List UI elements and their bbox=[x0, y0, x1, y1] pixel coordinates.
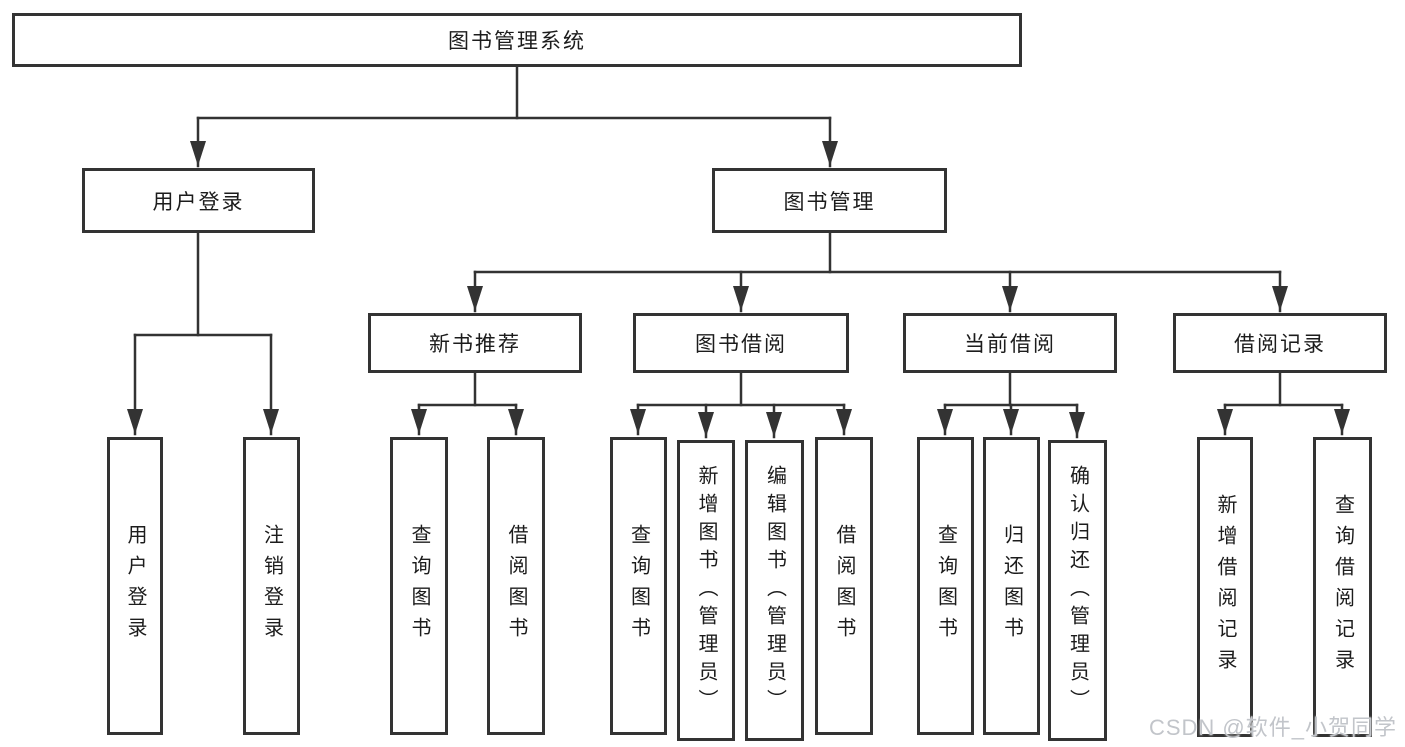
node-label: 查询图书 bbox=[408, 524, 430, 648]
connector-currentborrow-to-leaves bbox=[937, 371, 1085, 439]
leaf-logout: 注销登录 bbox=[243, 437, 300, 735]
node-label: 新书推荐 bbox=[429, 333, 521, 356]
node-root-system: 图书管理系统 bbox=[12, 13, 1022, 67]
node-label: 用户登录 bbox=[152, 190, 245, 214]
node-current-borrow: 当前借阅 bbox=[903, 313, 1117, 373]
connector-newbookrec-to-leaves bbox=[411, 371, 524, 436]
leaf-return-books: 归还图书 bbox=[983, 437, 1040, 735]
leaf-add-books-admin: 新增图书（管理员） bbox=[677, 440, 735, 741]
node-label: 编辑图书（管理员） bbox=[763, 464, 786, 717]
leaf-edit-books-admin: 编辑图书（管理员） bbox=[745, 440, 804, 741]
connector-root-to-level2 bbox=[190, 65, 838, 168]
node-label: 查询图书 bbox=[934, 524, 957, 648]
node-label: 图书借阅 bbox=[695, 333, 787, 356]
node-label: 注销登录 bbox=[260, 524, 283, 648]
node-label: 图书管理 bbox=[783, 190, 876, 214]
node-borrow-records: 借阅记录 bbox=[1173, 313, 1387, 373]
connector-bookborrow-to-leaves bbox=[630, 371, 852, 439]
leaf-query-books-1: 查询图书 bbox=[390, 437, 448, 735]
node-label: 确认归还（管理员） bbox=[1066, 464, 1089, 717]
node-label: 新增图书（管理员） bbox=[695, 464, 717, 717]
node-label: 借阅图书 bbox=[833, 524, 855, 648]
node-label: 用户登录 bbox=[124, 524, 146, 648]
node-user-login: 用户登录 bbox=[82, 168, 315, 233]
node-label: 当前借阅 bbox=[964, 333, 1056, 356]
leaf-borrow-books-2: 借阅图书 bbox=[815, 437, 873, 735]
connector-borrowrecords-to-leaves bbox=[1217, 371, 1350, 436]
node-book-borrow: 图书借阅 bbox=[633, 313, 849, 373]
csdn-watermark: CSDN @软件_小贺同学 bbox=[1148, 715, 1397, 740]
leaf-query-borrow-record: 查询借阅记录 bbox=[1313, 437, 1372, 737]
leaf-query-books-3: 查询图书 bbox=[917, 437, 974, 735]
connector-userlogin-to-leaves bbox=[127, 230, 279, 436]
node-label: 查询借阅记录 bbox=[1331, 494, 1354, 680]
leaf-user-login: 用户登录 bbox=[107, 437, 163, 735]
node-label: 借阅图书 bbox=[505, 524, 527, 648]
node-label: 图书管理系统 bbox=[448, 30, 586, 53]
leaf-borrow-books-1: 借阅图书 bbox=[487, 437, 545, 735]
node-label: 新增借阅记录 bbox=[1214, 494, 1236, 680]
connector-bookmgmt-to-level3 bbox=[467, 230, 1288, 313]
leaf-query-books-2: 查询图书 bbox=[610, 437, 667, 735]
node-label: 查询图书 bbox=[627, 524, 650, 648]
node-label: 归还图书 bbox=[1000, 524, 1023, 648]
leaf-add-borrow-record: 新增借阅记录 bbox=[1197, 437, 1253, 737]
node-new-book-recommend: 新书推荐 bbox=[368, 313, 582, 373]
node-label: 借阅记录 bbox=[1234, 333, 1326, 356]
leaf-confirm-return-admin: 确认归还（管理员） bbox=[1048, 440, 1107, 741]
node-book-management: 图书管理 bbox=[712, 168, 947, 233]
